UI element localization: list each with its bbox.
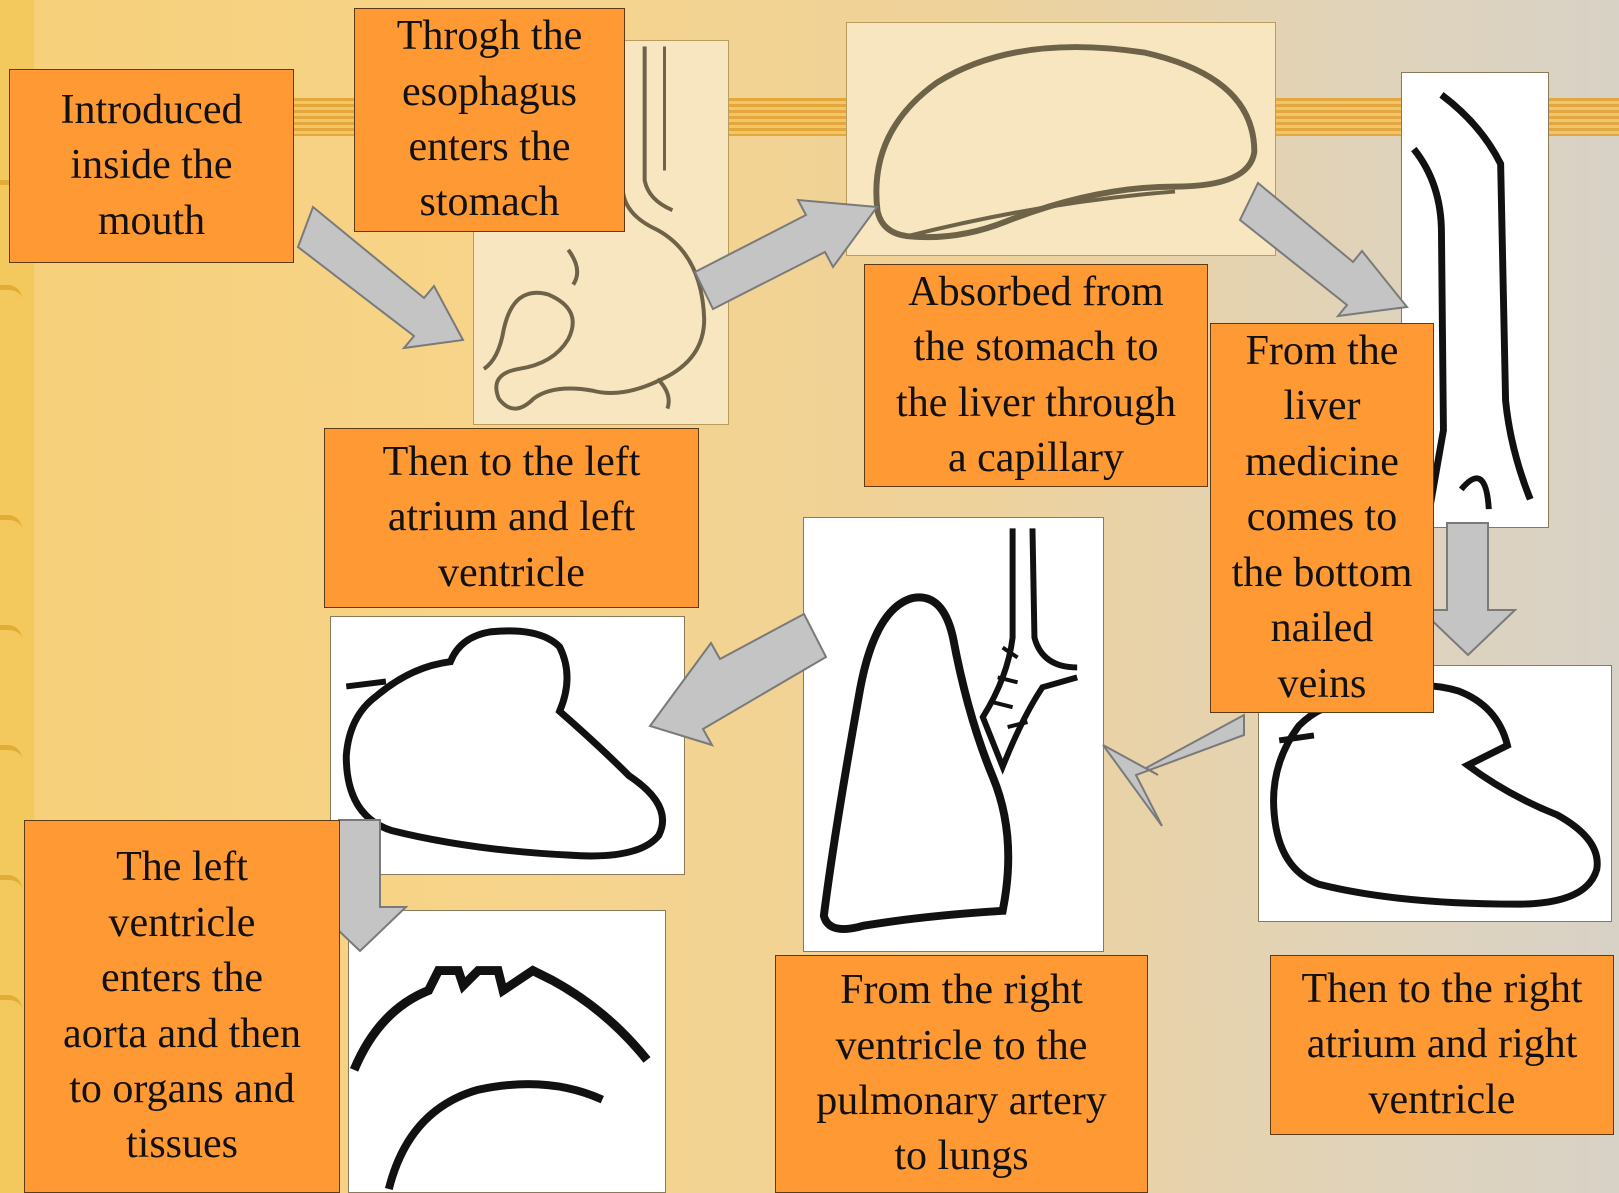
step-label-left-atrium: Then to the left atrium and left ventric… xyxy=(324,428,699,608)
step-label-veins: From the liver medicine comes to the bot… xyxy=(1210,323,1434,713)
step-label-aorta: The left ventricle enters the aorta and … xyxy=(24,820,340,1193)
liver-drawing xyxy=(847,23,1275,255)
aortic-arch-image xyxy=(348,910,666,1193)
aortic-arch-drawing xyxy=(349,911,665,1192)
arrow-right-heart-to-lung xyxy=(1103,715,1244,826)
strip-swirl xyxy=(0,515,22,534)
step-label-esophagus: Throgh the esophagus enters the stomach xyxy=(354,8,625,232)
strip-swirl xyxy=(0,875,22,894)
liver-image xyxy=(846,22,1276,256)
step-label-liver: Absorbed from the stomach to the liver t… xyxy=(864,264,1208,487)
strip-swirl xyxy=(0,625,22,644)
step-label-right-atrium: Then to the right atrium and right ventr… xyxy=(1270,955,1614,1135)
lung-drawing xyxy=(804,518,1103,951)
left-heart-drawing xyxy=(331,617,684,874)
arrow-veins-to-right-heart xyxy=(1421,523,1515,655)
step-label-pulmonary: From the right ventricle to the pulmonar… xyxy=(775,955,1148,1193)
strip-swirl xyxy=(0,285,22,304)
step-label-mouth: Introduced inside the mouth xyxy=(9,69,294,263)
strip-swirl xyxy=(0,995,22,1014)
strip-swirl xyxy=(0,745,22,764)
left-heart-image xyxy=(330,616,685,875)
lung-image xyxy=(803,517,1104,952)
